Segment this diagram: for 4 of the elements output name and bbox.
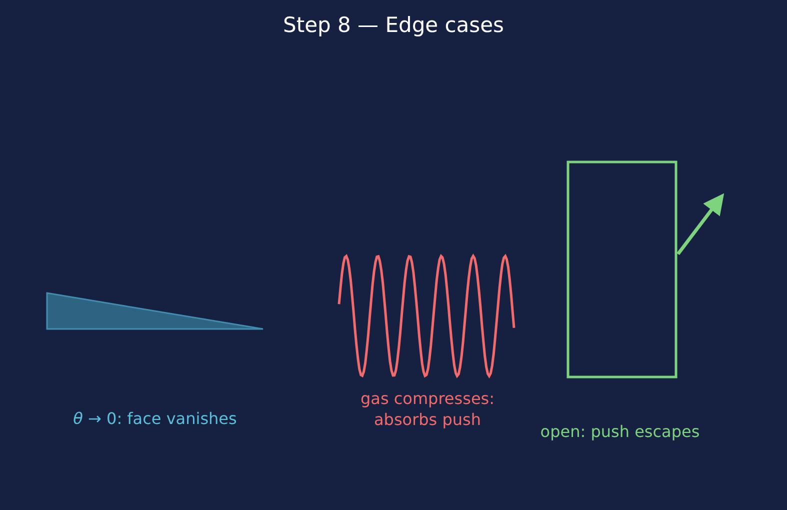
caption: gas compresses: absorbs push — [359, 388, 496, 430]
diagram-title: Step 8 — Edge cases — [282, 12, 505, 39]
caption: open: push escapes — [539, 421, 701, 442]
caption: θ → 0: face vanishes — [72, 408, 238, 429]
